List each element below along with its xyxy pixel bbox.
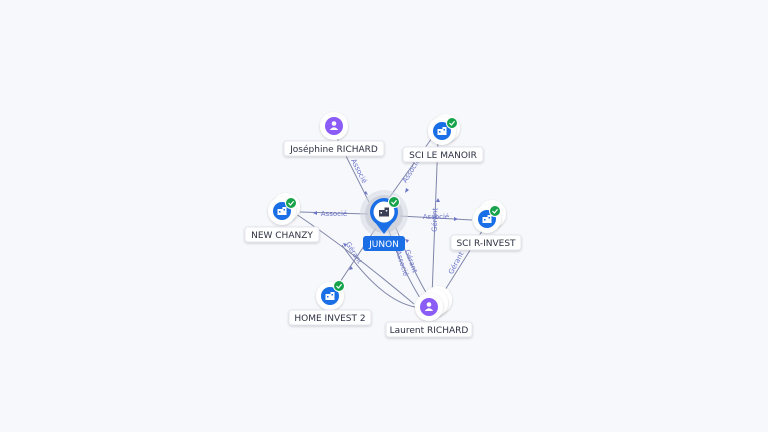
edges-layer: Associé Associé Associé Associé (295, 137, 485, 308)
node-sci-r-invest[interactable]: SCI R-INVEST (450, 200, 522, 251)
node-label: NEW CHANZY (251, 231, 313, 241)
person-icon (424, 302, 434, 311)
edge-laurent-sci-le-manoir[interactable]: Gérant (431, 139, 440, 297)
node-label: Laurent RICHARD (390, 326, 469, 336)
node-new-chanzy[interactable]: NEW CHANZY (244, 193, 320, 243)
person-icon (329, 121, 339, 130)
edge-label: Associé (321, 210, 347, 218)
node-sci-le-manoir[interactable]: SCI LE MANOIR (402, 114, 484, 163)
node-laurent-richard[interactable]: Laurent RICHARD (385, 286, 473, 338)
edge-label: Associé (423, 213, 449, 221)
building-icon (325, 292, 335, 300)
edge-junon-new-chanzy[interactable]: Associé (299, 210, 369, 218)
building-icon (482, 215, 492, 223)
verified-check-icon (446, 117, 458, 129)
nodes-layer: Joséphine RICHARD SCI LE MANOIR (244, 112, 522, 338)
verified-check-icon (489, 205, 501, 217)
edge-label: Gérant (431, 208, 440, 233)
node-label: HOME INVEST 2 (294, 314, 365, 324)
building-icon (379, 207, 389, 217)
node-label: JUNON (368, 240, 399, 250)
edge-laurent-new-chanzy[interactable] (295, 213, 415, 305)
verified-check-icon (388, 196, 400, 208)
node-label: Joséphine RICHARD (289, 144, 378, 155)
node-josephine-richard[interactable]: Joséphine RICHARD (283, 112, 385, 157)
node-label: SCI R-INVEST (456, 239, 516, 249)
node-junon-central[interactable]: JUNON (360, 190, 408, 251)
building-icon (437, 127, 447, 135)
building-icon (277, 207, 287, 215)
edge-junon-sci-r-invest[interactable]: Associé (399, 213, 473, 221)
verified-check-icon (333, 280, 345, 292)
node-home-invest-2[interactable]: HOME INVEST 2 (288, 280, 372, 326)
node-label: SCI LE MANOIR (409, 151, 477, 161)
verified-check-icon (285, 197, 297, 209)
